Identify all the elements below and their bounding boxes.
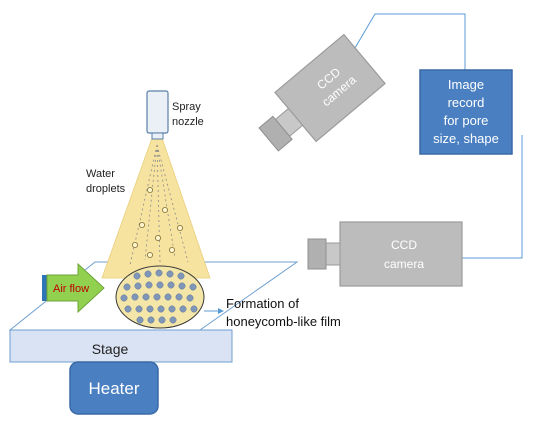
right-camera-connection [462, 135, 523, 259]
ccd-camera-top: CCD camera [258, 33, 386, 152]
image-record-rect [419, 69, 513, 155]
image-record-box: Image record for pore size, shape [419, 69, 513, 155]
heater: Heater [69, 361, 159, 415]
stage-tray-inner [18, 336, 224, 356]
spray-nozzle [146, 90, 169, 140]
air-flow-label: Air flow [53, 283, 89, 295]
camera-top-lens [258, 115, 293, 152]
air-flow-arrow-shape [46, 262, 105, 314]
image-record-text-4: size, shape [433, 131, 499, 146]
film-pores [120, 269, 198, 324]
spray-cone [101, 137, 211, 279]
image-record-text-2: record [448, 95, 485, 110]
connection-lines [354, 13, 523, 259]
stage-label: Stage [92, 341, 129, 357]
ccd-camera-right: CCD camera [307, 221, 463, 287]
formation-label-1: Formation of [226, 296, 299, 311]
honeycomb-film [115, 265, 205, 329]
camera-right-lens [307, 238, 327, 270]
spray-nozzle-body [146, 90, 169, 134]
water-droplets-label-2: droplets [86, 183, 126, 195]
heater-label: Heater [88, 379, 139, 398]
water-droplets-label-1: Water [86, 168, 115, 180]
image-record-text-3: for pore [444, 113, 489, 128]
top-camera-connection [354, 13, 466, 70]
spray-nozzle-tip [151, 132, 164, 140]
spray-nozzle-label-2: nozzle [172, 116, 204, 128]
camera-right-body [339, 221, 463, 287]
formation-arrow [204, 308, 224, 314]
heater-box [69, 361, 159, 415]
air-flow-arrow: Air flow [42, 262, 105, 314]
camera-right-label-1: CCD [391, 238, 417, 252]
camera-right-lens-mount [325, 242, 341, 266]
air-flow-tail-stripe [42, 275, 47, 301]
formation-label-2: honeycomb-like film [226, 314, 341, 329]
spray-streaks [129, 144, 189, 266]
image-record-text-1: Image [448, 77, 484, 92]
water-droplets [131, 186, 184, 259]
camera-right-label-2: camera [384, 257, 424, 271]
stage: Stage [9, 329, 233, 363]
spray-nozzle-label-1: Spray [172, 101, 201, 113]
